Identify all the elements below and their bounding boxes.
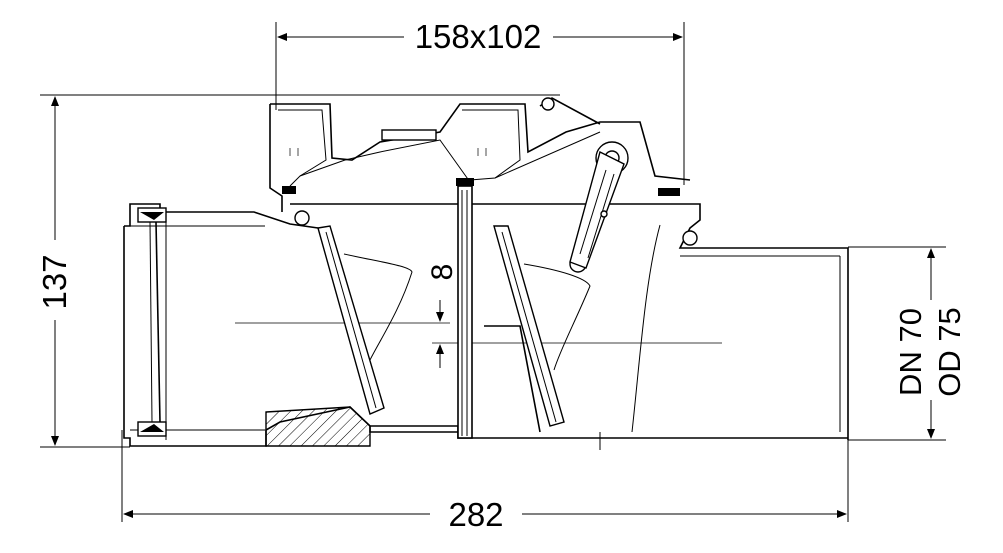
center-partition [282, 178, 680, 439]
lever-arm [569, 150, 625, 269]
dimension-diameter: DN 70 OD 75 [848, 246, 967, 441]
flap-first [317, 225, 413, 415]
inlet-socket [123, 203, 458, 447]
dimension-height: 137 [36, 94, 560, 448]
dimension-label-dn: DN 70 [893, 308, 928, 396]
valve-body [269, 97, 849, 450]
dimension-label-offset: 8 [426, 264, 459, 281]
dimension-length: 282 [121, 430, 849, 533]
dimension-top-width: 158x102 [275, 18, 685, 185]
flap-second [484, 225, 591, 433]
dimension-label-height: 137 [36, 254, 73, 309]
dimension-offset: 8 [235, 264, 722, 368]
dimension-label-top-width: 158x102 [415, 18, 542, 55]
dimension-label-od: OD 75 [932, 307, 967, 397]
dimension-label-length: 282 [448, 496, 503, 533]
